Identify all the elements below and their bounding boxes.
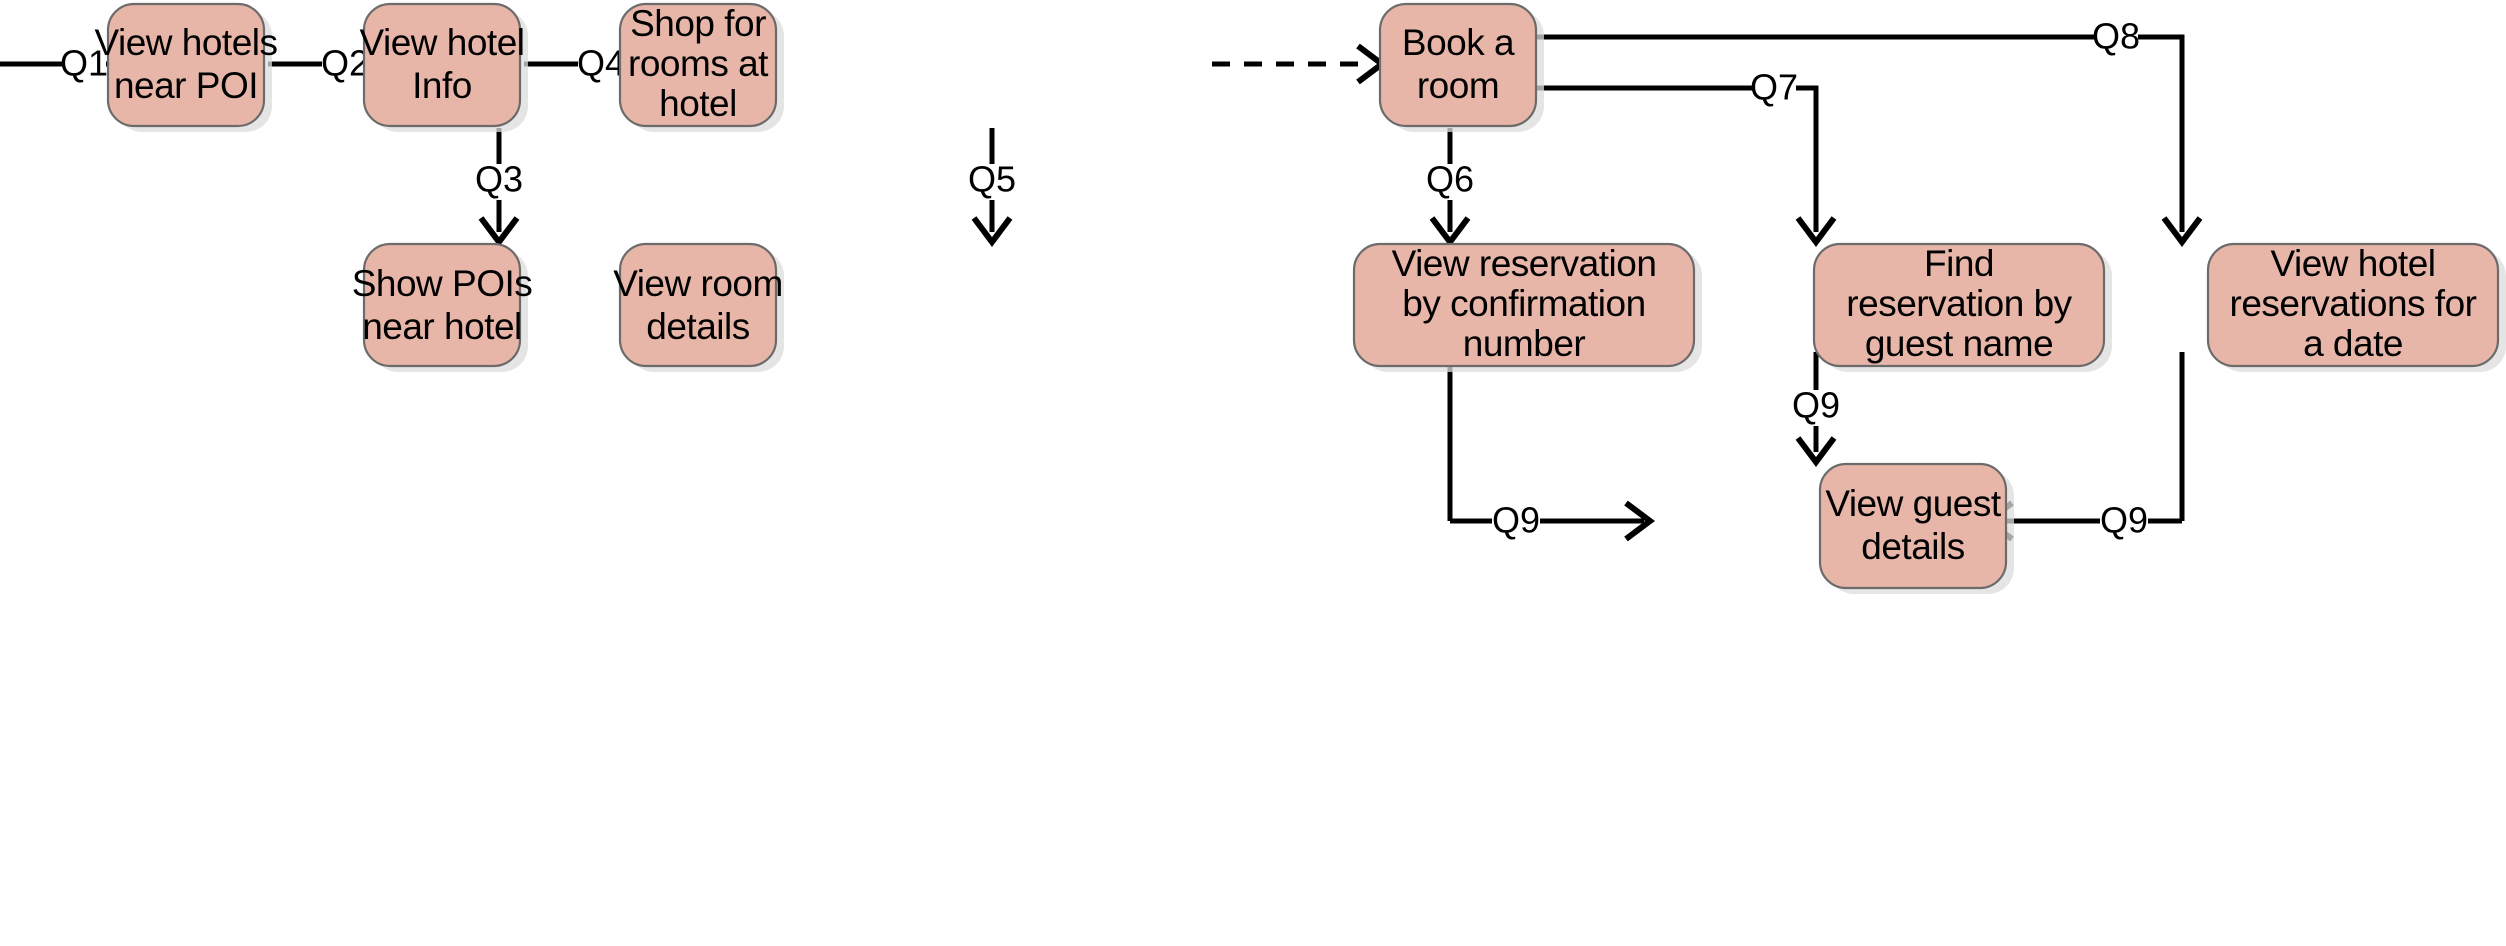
node-label-line-2: reservation by	[1846, 283, 2072, 324]
edge-label-q1: Q1	[60, 43, 108, 84]
edge-q6-arrowhead	[1429, 216, 1471, 247]
edge-q3: Q3	[475, 128, 523, 247]
edges-layer: Q1 Q2 Q4	[0, 16, 2203, 542]
edge-label-q9-guestname: Q9	[1792, 385, 1840, 426]
node-label-line-1: View room	[613, 263, 783, 304]
edge-q8: Q8	[1530, 16, 2203, 247]
edge-label-q2: Q2	[321, 43, 369, 84]
node-label-line-1: View guest	[1825, 483, 2002, 524]
node-label-line-2: by confirmation	[1402, 283, 1645, 324]
edge-q6: Q6	[1426, 128, 1474, 247]
node-body	[1378, 2, 1538, 128]
node-body	[106, 2, 266, 128]
node-label-line-3: a date	[2303, 323, 2403, 364]
node-find-reservation-by-guest-name[interactable]: Find reservation by guest name	[1812, 242, 2112, 372]
edge-q9a-arrowhead	[1624, 500, 1655, 542]
node-label-line-2: Info	[412, 65, 472, 106]
edge-label-q6: Q6	[1426, 159, 1474, 200]
node-label-line-1: Shop for	[630, 3, 766, 44]
edge-q8-line-b	[2138, 34, 2185, 232]
edge-q7: Q7	[1530, 67, 1837, 247]
node-label-line-1: View hotel	[359, 22, 524, 63]
node-body	[1352, 242, 1696, 368]
edge-label-q9-confirmation: Q9	[1492, 500, 1540, 541]
node-body	[618, 242, 778, 368]
node-label-line-3: number	[1463, 323, 1586, 364]
edge-q7-line-b	[1796, 85, 1819, 232]
edge-label-q7: Q7	[1750, 67, 1798, 108]
node-view-guest-details[interactable]: View guest details	[1818, 462, 2014, 594]
node-label-line-2: rooms at	[628, 43, 769, 84]
node-show-pois-near-hotel[interactable]: Show POIs near hotel	[352, 242, 533, 372]
nodes-layer: View hotels near POI View hotel Info Sho…	[94, 3, 2506, 594]
node-body	[1818, 462, 2008, 590]
node-label-line-1: Find	[1924, 243, 1994, 284]
node-label-line-1: View hotels	[94, 22, 277, 63]
edge-label-q8: Q8	[2092, 16, 2140, 57]
node-label-line-1: View hotel	[2270, 243, 2435, 284]
node-label-line-3: guest name	[1865, 323, 2053, 364]
node-label-line-1: View reservation	[1392, 243, 1657, 284]
edge-label-q3: Q3	[475, 159, 523, 200]
node-label-line-2: details	[1861, 526, 1964, 567]
edge-label-q5: Q5	[968, 159, 1016, 200]
edge-q3-arrowhead	[478, 216, 520, 247]
node-body	[2206, 242, 2500, 368]
node-body	[618, 2, 778, 128]
node-body	[1812, 242, 2106, 368]
node-label-line-2: reservations for	[2230, 283, 2477, 324]
node-view-room-details[interactable]: View room details	[613, 242, 784, 372]
edge-q9b-arrowhead	[1795, 436, 1837, 467]
node-label-line-1: Show POIs	[352, 263, 533, 304]
node-body	[362, 242, 522, 368]
node-label-line-3: hotel	[659, 83, 737, 124]
node-label-line-2: near POI	[114, 65, 258, 106]
node-label-line-1: Book a	[1402, 22, 1515, 63]
node-view-hotels-near-poi[interactable]: View hotels near POI	[94, 2, 278, 132]
edge-label-q9-hotelreservations: Q9	[2100, 500, 2148, 541]
edge-q5-arrowhead	[971, 216, 1013, 247]
node-view-hotel-reservations-for-date[interactable]: View hotel reservations for a date	[2206, 242, 2506, 372]
edge-dashed-arrowhead	[1356, 43, 1387, 85]
node-view-hotel-info[interactable]: View hotel Info	[359, 2, 528, 132]
node-body	[362, 2, 522, 128]
edge-q9-guestname: Q9	[1792, 352, 1840, 467]
node-label-line-2: details	[646, 306, 749, 347]
edge-q9-hotelreservations: Q9	[1983, 352, 2185, 542]
edge-q9-confirmation: Q9	[1447, 352, 1655, 542]
edge-q7-arrowhead	[1795, 216, 1837, 247]
node-label-line-2: near hotel	[362, 306, 522, 347]
node-book-a-room[interactable]: Book a room	[1378, 2, 1544, 132]
node-label-line-2: room	[1417, 65, 1499, 106]
node-view-reservation-by-confirmation[interactable]: View reservation by confirmation number	[1352, 242, 1702, 372]
edge-q8-arrowhead	[2161, 216, 2203, 247]
edge-q5: Q5	[968, 128, 1016, 247]
edge-label-q4: Q4	[577, 43, 625, 84]
edge-dashed-shop-to-book	[1212, 43, 1387, 85]
node-shop-for-rooms[interactable]: Shop for rooms at hotel	[618, 2, 784, 132]
